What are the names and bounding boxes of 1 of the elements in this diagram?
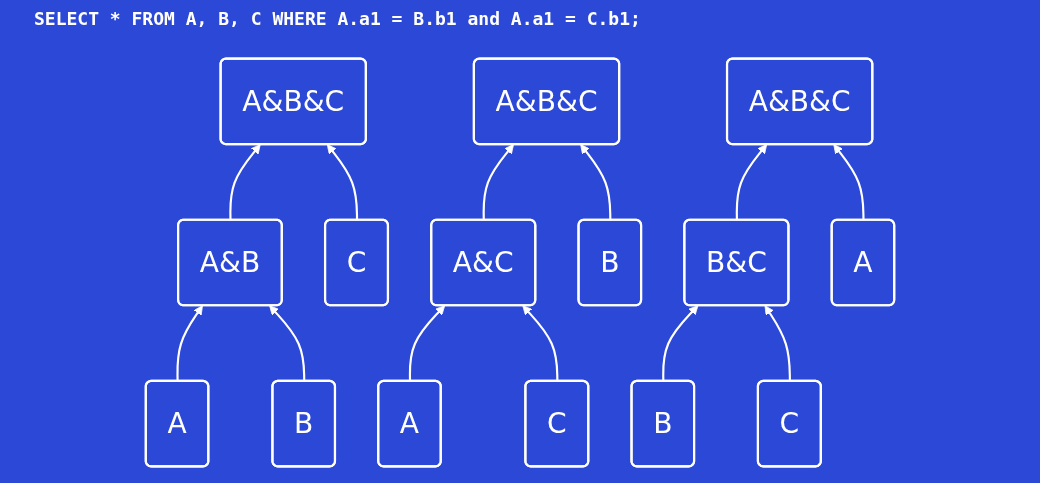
sql-query-title: SELECT * FROM A, B, C WHERE A.a1 = B.b1 and A.a1 = C.b1; [34, 8, 641, 29]
